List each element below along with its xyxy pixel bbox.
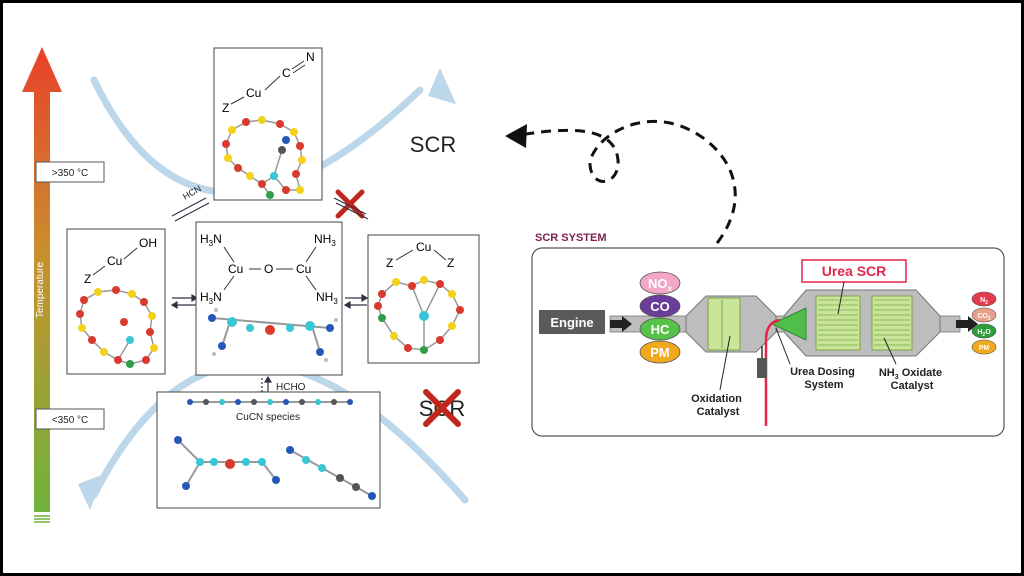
center-o: O bbox=[264, 262, 273, 276]
urea-scr-element bbox=[815, 295, 861, 351]
bottom-cucn-species-box: CuCN species bbox=[156, 391, 381, 509]
input-label: HC bbox=[651, 322, 670, 337]
urea-dosing-label: Urea Dosing System bbox=[790, 366, 858, 391]
hcho-label: HCHO bbox=[276, 382, 306, 393]
top-c-label: C bbox=[282, 66, 291, 80]
input-co-oval: CO bbox=[639, 294, 681, 318]
urea-dosing-line bbox=[764, 318, 781, 426]
output-h2o-oval: H2O bbox=[971, 323, 997, 339]
low-temp-label: <350 °C bbox=[52, 415, 89, 426]
input-hc-oval: HC bbox=[639, 317, 681, 341]
hcn-arrows bbox=[171, 197, 210, 222]
dashed-link-arrow bbox=[519, 119, 737, 258]
left-center-arrows bbox=[170, 293, 199, 310]
dashed-arrowhead bbox=[505, 124, 527, 148]
engine-block bbox=[539, 310, 605, 334]
blocked-double-arrow bbox=[333, 197, 369, 220]
scr-system-title: SCR SYSTEM bbox=[535, 232, 607, 244]
urea-injector-cone bbox=[770, 307, 807, 341]
output-n2-oval: N2 bbox=[971, 291, 997, 307]
center-dimer-box: H3N NH3 Cu O Cu H3N NH3 bbox=[195, 221, 343, 376]
input-label: PM bbox=[650, 345, 670, 360]
low-temp-box bbox=[35, 408, 105, 430]
cross-mark-high bbox=[335, 189, 365, 219]
temperature-axis-label: Temperature bbox=[35, 261, 46, 318]
right-zcuz-box: Z Cu Z bbox=[367, 234, 480, 364]
scr-system-panel: SCR SYSTEM Engine Urea SCR bbox=[531, 232, 1005, 437]
scr-curve-arrowhead bbox=[428, 68, 456, 104]
top-cu-label: Cu bbox=[246, 86, 261, 100]
output-label: N2 bbox=[980, 297, 988, 306]
input-label: NOx bbox=[648, 276, 673, 293]
center-nh3-tr: NH3 bbox=[314, 232, 336, 248]
center-cu-left: Cu bbox=[228, 262, 243, 276]
temperature-arrow bbox=[22, 47, 62, 512]
oxidation-catalyst-label: Oxidation Catalyst bbox=[691, 393, 745, 418]
temperature-bar: Temperature >350 °C <350 °C bbox=[22, 47, 105, 523]
output-label: CO2 bbox=[977, 313, 991, 322]
output-pm-oval: PM bbox=[971, 339, 997, 355]
output-label: H2O bbox=[977, 329, 991, 338]
left-oh-label: OH bbox=[139, 236, 157, 250]
oxidation-catalyst-element bbox=[707, 297, 741, 351]
right-z2-label: Z bbox=[447, 256, 454, 270]
left-cu-label: Cu bbox=[107, 254, 122, 268]
left-cuoh-box: Z Cu OH bbox=[66, 228, 166, 375]
center-nh3-tl: H3N bbox=[200, 232, 222, 248]
top-n-label: N bbox=[306, 50, 315, 64]
top-atoms bbox=[222, 116, 306, 199]
engine-label: Engine bbox=[550, 315, 593, 330]
nh3-oxidate-label: NH3 Oxidate Catalyst bbox=[879, 367, 945, 392]
low-curve-arrowhead bbox=[78, 474, 104, 510]
cross-mark-low bbox=[423, 389, 461, 427]
engine-flow-arrow bbox=[610, 316, 632, 332]
outlet-flow-arrow bbox=[956, 316, 978, 332]
center-nh3-br: NH3 bbox=[316, 290, 338, 306]
left-z-label: Z bbox=[84, 272, 91, 286]
high-temp-label: >350 °C bbox=[52, 168, 89, 179]
center-nh3-bl: H3N bbox=[200, 290, 222, 306]
right-z1-label: Z bbox=[386, 256, 393, 270]
output-co2-oval: CO2 bbox=[971, 307, 997, 323]
output-label: PM bbox=[979, 345, 990, 352]
scr-system-frame bbox=[531, 247, 1005, 437]
center-right-arrows bbox=[343, 293, 369, 310]
high-temp-box bbox=[35, 161, 105, 183]
scr-catalyst-can bbox=[783, 289, 941, 357]
urea-scr-label: Urea SCR bbox=[822, 263, 887, 279]
top-cucn-box: Z Cu C N bbox=[213, 47, 323, 201]
urea-scr-label-box bbox=[801, 259, 907, 283]
input-label: CO bbox=[650, 299, 670, 314]
scr-label: SCR bbox=[410, 132, 456, 157]
cucn-species-label: CuCN species bbox=[236, 412, 300, 423]
nh3-oxidate-element bbox=[871, 295, 913, 351]
top-z-label: Z bbox=[222, 101, 229, 115]
right-cu-label: Cu bbox=[416, 240, 431, 254]
urea-dosing-pump bbox=[757, 358, 767, 378]
input-pm-oval: PM bbox=[639, 340, 681, 364]
center-cu-right: Cu bbox=[296, 262, 311, 276]
input-nox-oval: NOx bbox=[639, 271, 681, 295]
